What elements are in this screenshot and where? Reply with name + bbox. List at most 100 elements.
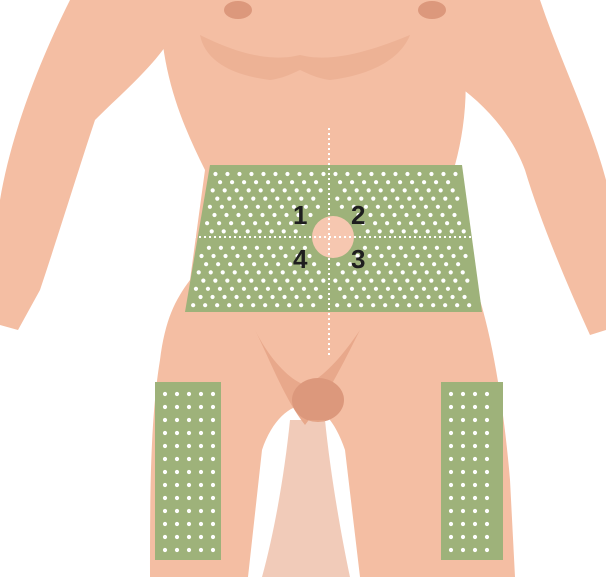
zone-dot <box>452 213 456 217</box>
zone-dot <box>473 496 477 500</box>
zone-dot <box>201 279 205 283</box>
zone-dot <box>399 246 403 250</box>
zone-dot <box>374 180 378 184</box>
zone-dot <box>275 303 279 307</box>
zone-dot <box>220 205 224 209</box>
zone-dot <box>485 392 489 396</box>
zone-dot <box>199 496 203 500</box>
zone-dot <box>283 254 287 258</box>
zone-dot <box>199 405 203 409</box>
zone-dot <box>473 444 477 448</box>
zone-dot <box>383 303 387 307</box>
zone-dot <box>319 188 323 192</box>
zone-dot <box>199 548 203 552</box>
zone-dot <box>473 535 477 539</box>
zone-dot <box>449 522 453 526</box>
zone-dot <box>187 496 191 500</box>
zone-dot <box>431 197 435 201</box>
zone-dot <box>485 444 489 448</box>
zone-dot <box>438 229 442 233</box>
zone-dot <box>456 262 460 266</box>
zone-dot <box>395 303 399 307</box>
zone-dot <box>451 188 455 192</box>
zone-dot <box>199 509 203 513</box>
zone-dot <box>389 270 393 274</box>
zone-dot <box>391 188 395 192</box>
zone-dot <box>225 172 229 176</box>
zone-dot <box>378 229 382 233</box>
zone-dot <box>386 287 390 291</box>
zone-dot <box>219 246 223 250</box>
zone-dot <box>246 229 250 233</box>
zone-dot <box>350 287 354 291</box>
zone-dot <box>175 522 179 526</box>
zone-dot <box>314 180 318 184</box>
zone-dot <box>424 205 428 209</box>
zone-dot <box>288 262 292 266</box>
zone-dot <box>449 535 453 539</box>
zone-dot <box>267 246 271 250</box>
zone-dot <box>209 270 213 274</box>
zone-dot <box>283 188 287 192</box>
zone-dot <box>187 392 191 396</box>
zone-dot <box>473 431 477 435</box>
zone-dot <box>260 213 264 217</box>
zone-dot <box>207 246 211 250</box>
zone-dot <box>197 270 201 274</box>
zone-dot <box>285 172 289 176</box>
zone-dot <box>431 303 435 307</box>
zone-dot <box>227 197 231 201</box>
zone-dot <box>371 303 375 307</box>
zone-dot <box>284 213 288 217</box>
zone-dot <box>221 270 225 274</box>
zone-dot <box>432 262 436 266</box>
zone-dot <box>381 172 385 176</box>
zone-dot <box>449 392 453 396</box>
zone-dot <box>461 509 465 513</box>
zone-dot <box>211 431 215 435</box>
zone-dot <box>336 262 340 266</box>
zone-dot <box>187 509 191 513</box>
zone-dot <box>210 229 214 233</box>
zone-dot <box>367 188 371 192</box>
zone-dot <box>318 295 322 299</box>
zone-dot <box>420 262 424 266</box>
zone-dot <box>403 188 407 192</box>
zone-dot <box>402 295 406 299</box>
zone-dot <box>461 535 465 539</box>
zone-dot <box>187 522 191 526</box>
zone-dot <box>449 496 453 500</box>
zone-dot <box>473 548 477 552</box>
zone-dot <box>449 444 453 448</box>
zone-dot <box>211 444 215 448</box>
zone-dot <box>416 213 420 217</box>
zone-dot <box>266 287 270 291</box>
zone-dot <box>247 254 251 258</box>
zone-dot <box>271 254 275 258</box>
zone-dot <box>453 279 457 283</box>
zone-dot <box>285 279 289 283</box>
zone-dot <box>211 496 215 500</box>
zone-dot <box>393 279 397 283</box>
zone-dot <box>461 405 465 409</box>
zone-dot <box>414 295 418 299</box>
zone-dot <box>412 205 416 209</box>
zone-dot <box>163 392 167 396</box>
zone-dot <box>378 295 382 299</box>
zone-dot <box>384 262 388 266</box>
zone-dot <box>258 295 262 299</box>
zone-dot <box>461 444 465 448</box>
zone-dot <box>302 180 306 184</box>
zone-dot <box>276 262 280 266</box>
zone-dot <box>263 197 267 201</box>
zone-dot <box>268 205 272 209</box>
zone-dot <box>175 405 179 409</box>
zone-dot <box>391 254 395 258</box>
zone-dot <box>449 548 453 552</box>
zone-dot <box>243 246 247 250</box>
zone-dot <box>485 548 489 552</box>
zone-dot <box>376 205 380 209</box>
zone-dot <box>449 470 453 474</box>
zone-dot <box>451 254 455 258</box>
zone-dot <box>256 205 260 209</box>
